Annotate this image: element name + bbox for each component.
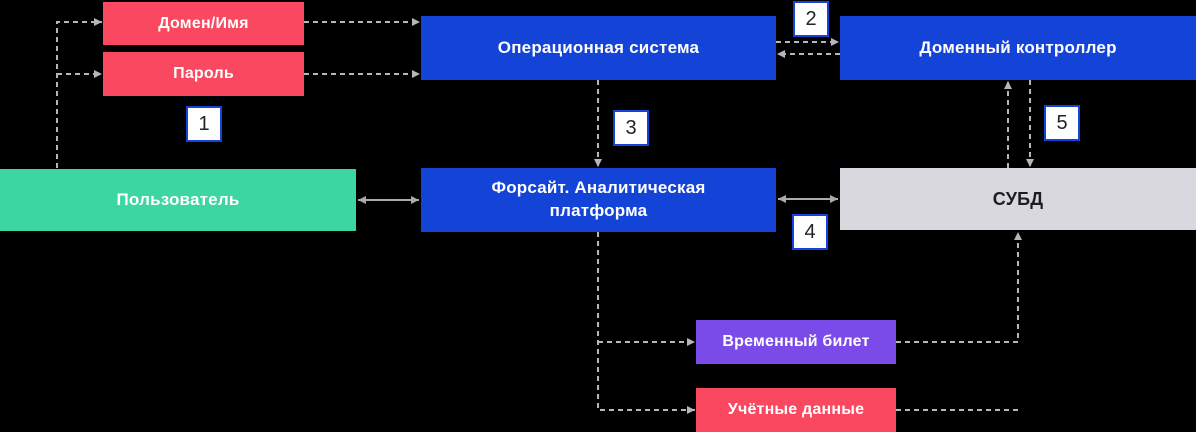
step-badge-3: 3 — [613, 110, 649, 146]
node-password: Пароль — [103, 52, 304, 96]
node-domain-name-label: Домен/Имя — [158, 14, 249, 32]
node-analytics-platform: Форсайт. Аналитическая платформа — [421, 168, 776, 232]
node-credentials: Учётные данные — [696, 388, 896, 432]
node-domain-controller: Доменный контроллер — [840, 16, 1196, 80]
node-operating-system-label: Операционная система — [497, 38, 700, 57]
node-operating-system: Операционная система — [421, 16, 776, 80]
node-credentials-label: Учётные данные — [727, 401, 865, 418]
node-dbms: СУБД — [840, 168, 1196, 230]
step-badge-2: 2 — [793, 1, 829, 37]
node-temp-ticket-label: Временный билет — [722, 333, 870, 350]
node-domain-name: Домен/Имя — [103, 2, 304, 45]
step-badge-4: 4 — [792, 214, 828, 250]
node-domain-controller-label: Доменный контроллер — [919, 38, 1117, 57]
node-user: Пользователь — [0, 169, 356, 231]
node-temp-ticket: Временный билет — [696, 320, 896, 364]
arrow-user-to-domain-name — [56, 18, 102, 168]
step-badge-5: 5 — [1044, 105, 1080, 141]
node-analytics-platform-label: Форсайт. Аналитическая платформа — [491, 178, 706, 220]
node-user-label: Пользователь — [116, 190, 240, 209]
arrow-temp-ticket-to-dbms — [896, 232, 1022, 343]
node-dbms-label: СУБД — [992, 188, 1044, 209]
arrow-platform-to-credentials — [597, 232, 695, 414]
step-badge-1: 1 — [186, 106, 222, 142]
node-password-label: Пароль — [173, 65, 234, 82]
